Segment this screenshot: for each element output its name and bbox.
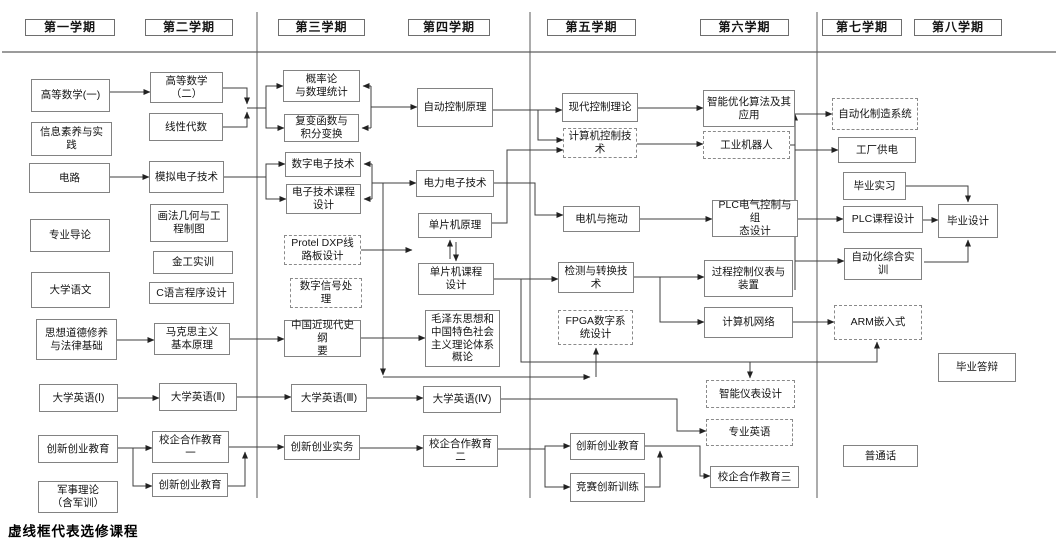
connector-edge-28 <box>494 182 564 218</box>
connector-edge-26 <box>537 110 564 143</box>
connector-edge-60 <box>544 449 571 490</box>
connector-edge-55 <box>132 448 153 489</box>
connector-edge-44 <box>906 185 971 203</box>
connector-edge-33 <box>659 277 705 325</box>
connector-edge-6 <box>265 108 285 131</box>
connector-edge-45 <box>924 239 971 263</box>
connector-edge-27 <box>492 147 564 224</box>
connector-edge-56 <box>228 451 248 487</box>
connector-edge-3 <box>223 111 250 128</box>
connector-edge-9 <box>265 161 286 177</box>
connector-edge-61 <box>645 445 711 479</box>
connector-edge-53 <box>501 398 707 434</box>
connector-edge-10 <box>265 177 287 202</box>
connector-edge-2 <box>223 87 250 105</box>
legend-caption: 虚线框代表选修课程 <box>8 524 139 539</box>
connector-edge-5 <box>265 83 284 108</box>
connector-edge-59 <box>498 443 571 450</box>
connector-edge-30 <box>520 279 880 363</box>
connector-edge-62 <box>645 450 663 488</box>
